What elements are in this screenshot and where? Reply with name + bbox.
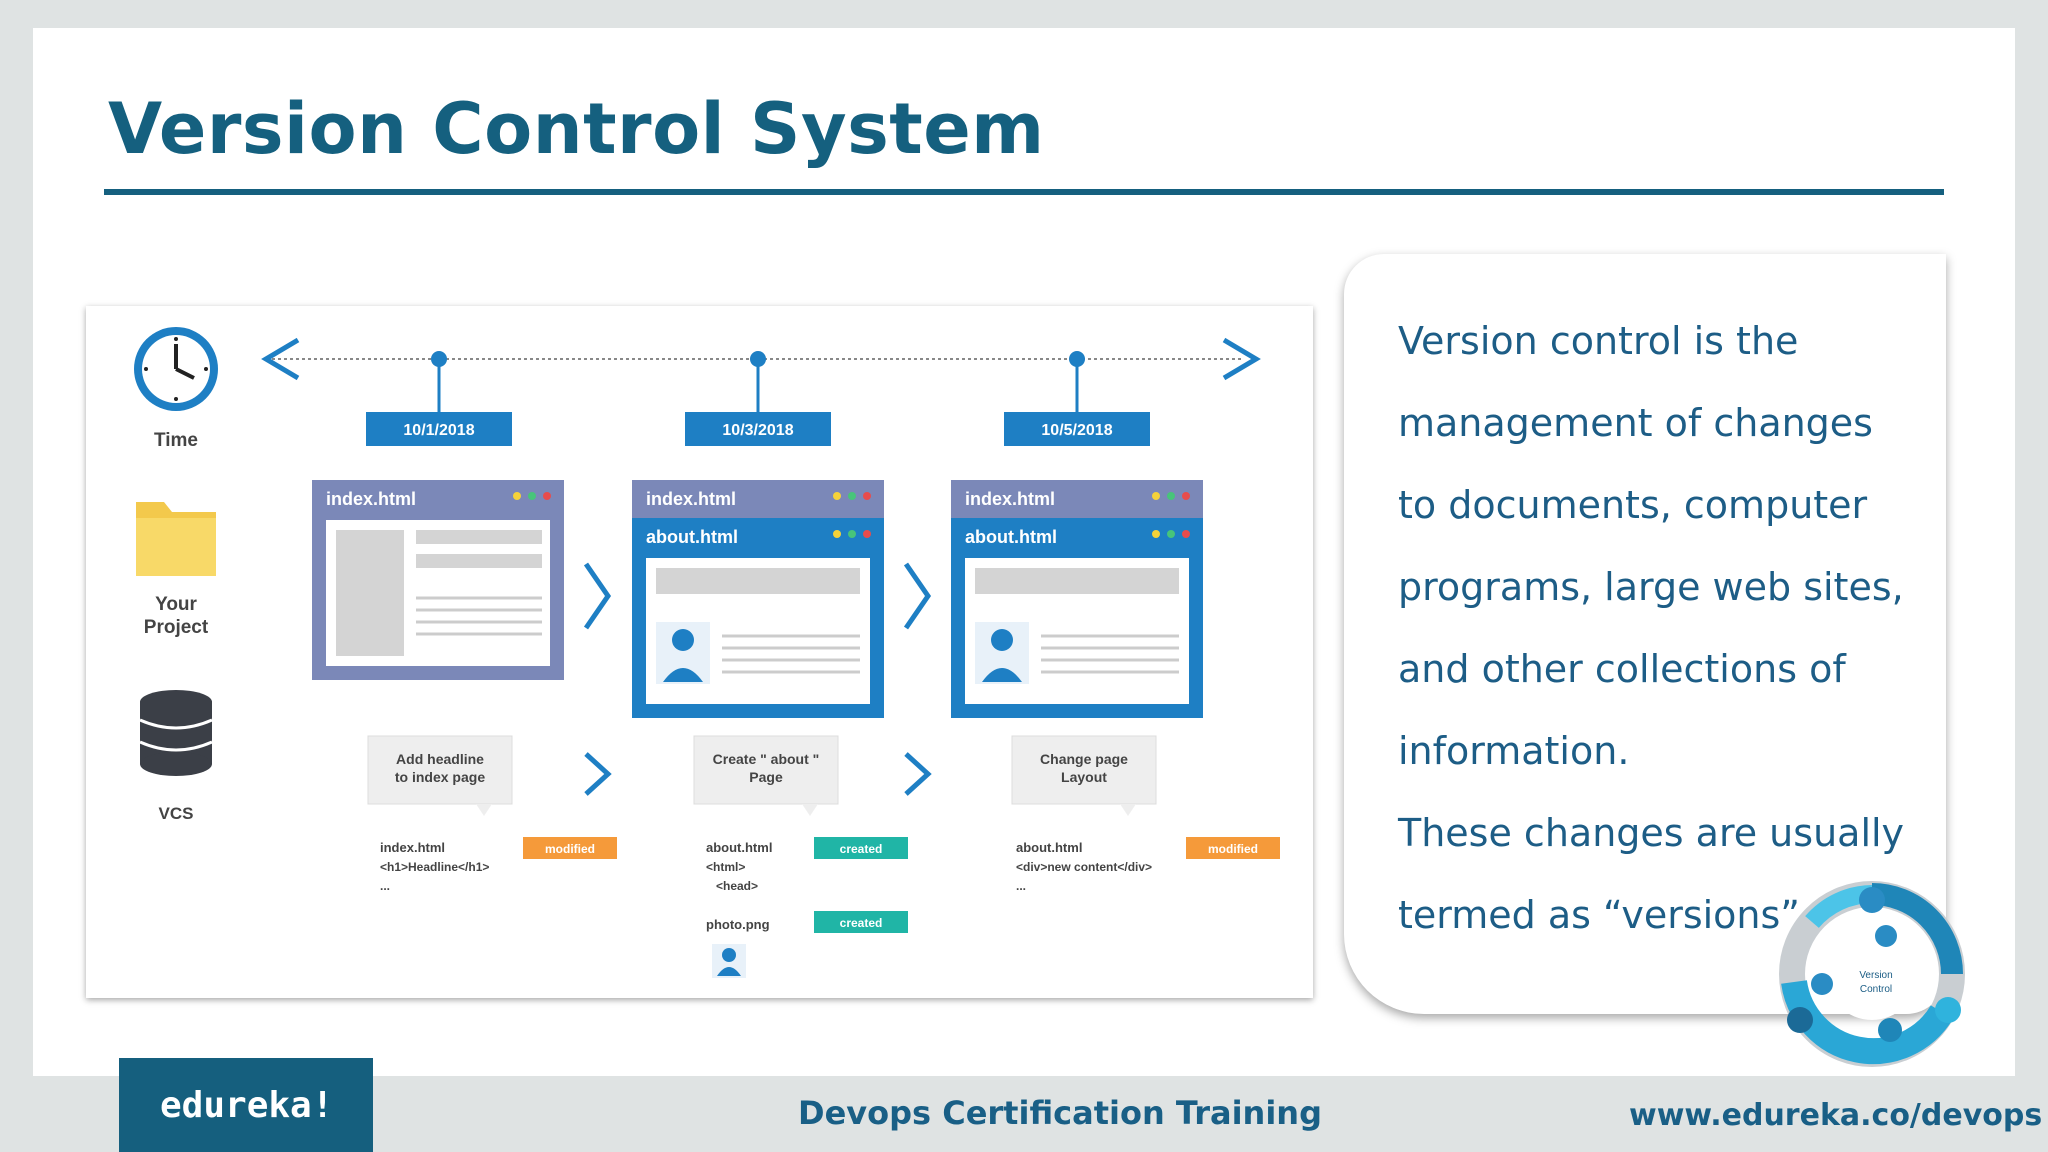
version-window-3 bbox=[951, 480, 1203, 718]
extra-file-badge: created bbox=[840, 916, 883, 930]
change-3-code1: <div>new content</div> bbox=[1016, 860, 1152, 874]
timeline-marker-3 bbox=[1004, 351, 1150, 446]
description-line-4: programs, large web sites, bbox=[1398, 565, 1904, 609]
description-line-7: These changes are usually bbox=[1398, 811, 1905, 855]
window-2-tab-index: index.html bbox=[646, 489, 736, 509]
change-2-badge: created bbox=[840, 842, 883, 856]
timeline-right-arrow-icon bbox=[1222, 337, 1261, 381]
note-3-line1: Change page bbox=[1040, 751, 1128, 767]
window-2-tab-about: about.html bbox=[646, 527, 738, 547]
timeline-left-arrow-icon bbox=[261, 337, 300, 381]
database-icon bbox=[139, 690, 213, 776]
timeline-marker-1 bbox=[366, 351, 512, 446]
change-2-code2: <head> bbox=[716, 879, 758, 893]
date-label-1: 10/1/2018 bbox=[403, 422, 474, 439]
change-3-badge-bg bbox=[1186, 837, 1280, 859]
version-window-2 bbox=[632, 480, 884, 718]
description-line-2: management of changes bbox=[1398, 401, 1873, 445]
vcs-diagram: Time Your Project VCS 10/1/2018 bbox=[86, 306, 1313, 998]
window-3-tab-about: about.html bbox=[965, 527, 1057, 547]
version-window-1 bbox=[312, 480, 564, 680]
change-2-badge-bg bbox=[814, 837, 908, 859]
extra-file-badge-bg bbox=[814, 911, 908, 933]
version-control-emblem: Version Control bbox=[1752, 862, 1992, 1086]
emblem-line2: Control bbox=[1860, 984, 1892, 995]
description-line-3: to documents, computer bbox=[1398, 483, 1868, 527]
change-1-file: index.html bbox=[380, 840, 445, 855]
description-line-5: and other collections of bbox=[1398, 647, 1846, 691]
note-card-2 bbox=[693, 735, 839, 816]
time-label: Time bbox=[154, 430, 198, 451]
note-card-1 bbox=[367, 735, 513, 816]
title-underline bbox=[104, 189, 1944, 195]
note-card-3 bbox=[1011, 735, 1157, 816]
step-arrow-icon-2 bbox=[903, 562, 932, 630]
change-2-file: about.html bbox=[706, 840, 772, 855]
project-label-line1: Your bbox=[155, 594, 197, 615]
note-2-line1: Create " about " bbox=[713, 751, 820, 767]
note-arrow-icon-1 bbox=[584, 752, 612, 796]
description-text: Version control is the management of cha… bbox=[1398, 300, 1918, 956]
window-3-tab-index: index.html bbox=[965, 489, 1055, 509]
change-1-badge-bg bbox=[523, 837, 617, 859]
change-3-code2: ... bbox=[1016, 879, 1026, 893]
note-1-line1: Add headline bbox=[396, 751, 484, 767]
change-1-badge: modified bbox=[545, 842, 595, 856]
change-1-code2: ... bbox=[380, 879, 390, 893]
change-1-code1: <h1>Headline</h1> bbox=[380, 860, 489, 874]
extra-file: photo.png bbox=[706, 917, 770, 932]
window-1-tab: index.html bbox=[326, 489, 416, 509]
course-url: www.edureka.co/devops bbox=[1629, 1098, 2043, 1133]
note-2-line2: Page bbox=[749, 769, 783, 785]
slide-title: Version Control System bbox=[108, 88, 1045, 170]
emblem-line1: Version bbox=[1859, 970, 1892, 981]
description-line-1: Version control is the bbox=[1398, 319, 1799, 363]
course-title: Devops Certification Training bbox=[798, 1094, 1322, 1132]
description-line-8: termed as “versions”. bbox=[1398, 893, 1813, 937]
change-2-code1: <html> bbox=[706, 860, 745, 874]
edureka-logo: edureka! bbox=[160, 1085, 334, 1126]
timeline-marker-2 bbox=[685, 351, 831, 446]
clock-icon bbox=[134, 327, 218, 411]
date-label-3: 10/5/2018 bbox=[1041, 422, 1112, 439]
project-label-line2: Project bbox=[144, 617, 209, 638]
note-arrow-icon-2 bbox=[904, 752, 932, 796]
note-3-line2: Layout bbox=[1061, 769, 1107, 785]
footer-logo-block bbox=[119, 1058, 373, 1152]
change-3-file: about.html bbox=[1016, 840, 1082, 855]
step-arrow-icon-1 bbox=[583, 562, 612, 630]
folder-icon bbox=[136, 502, 216, 576]
change-3-badge: modified bbox=[1208, 842, 1258, 856]
date-label-2: 10/3/2018 bbox=[722, 422, 793, 439]
description-line-6: information. bbox=[1398, 729, 1630, 773]
note-1-line2: to index page bbox=[395, 769, 485, 785]
user-icon bbox=[712, 944, 746, 978]
vcs-label: VCS bbox=[159, 804, 194, 823]
